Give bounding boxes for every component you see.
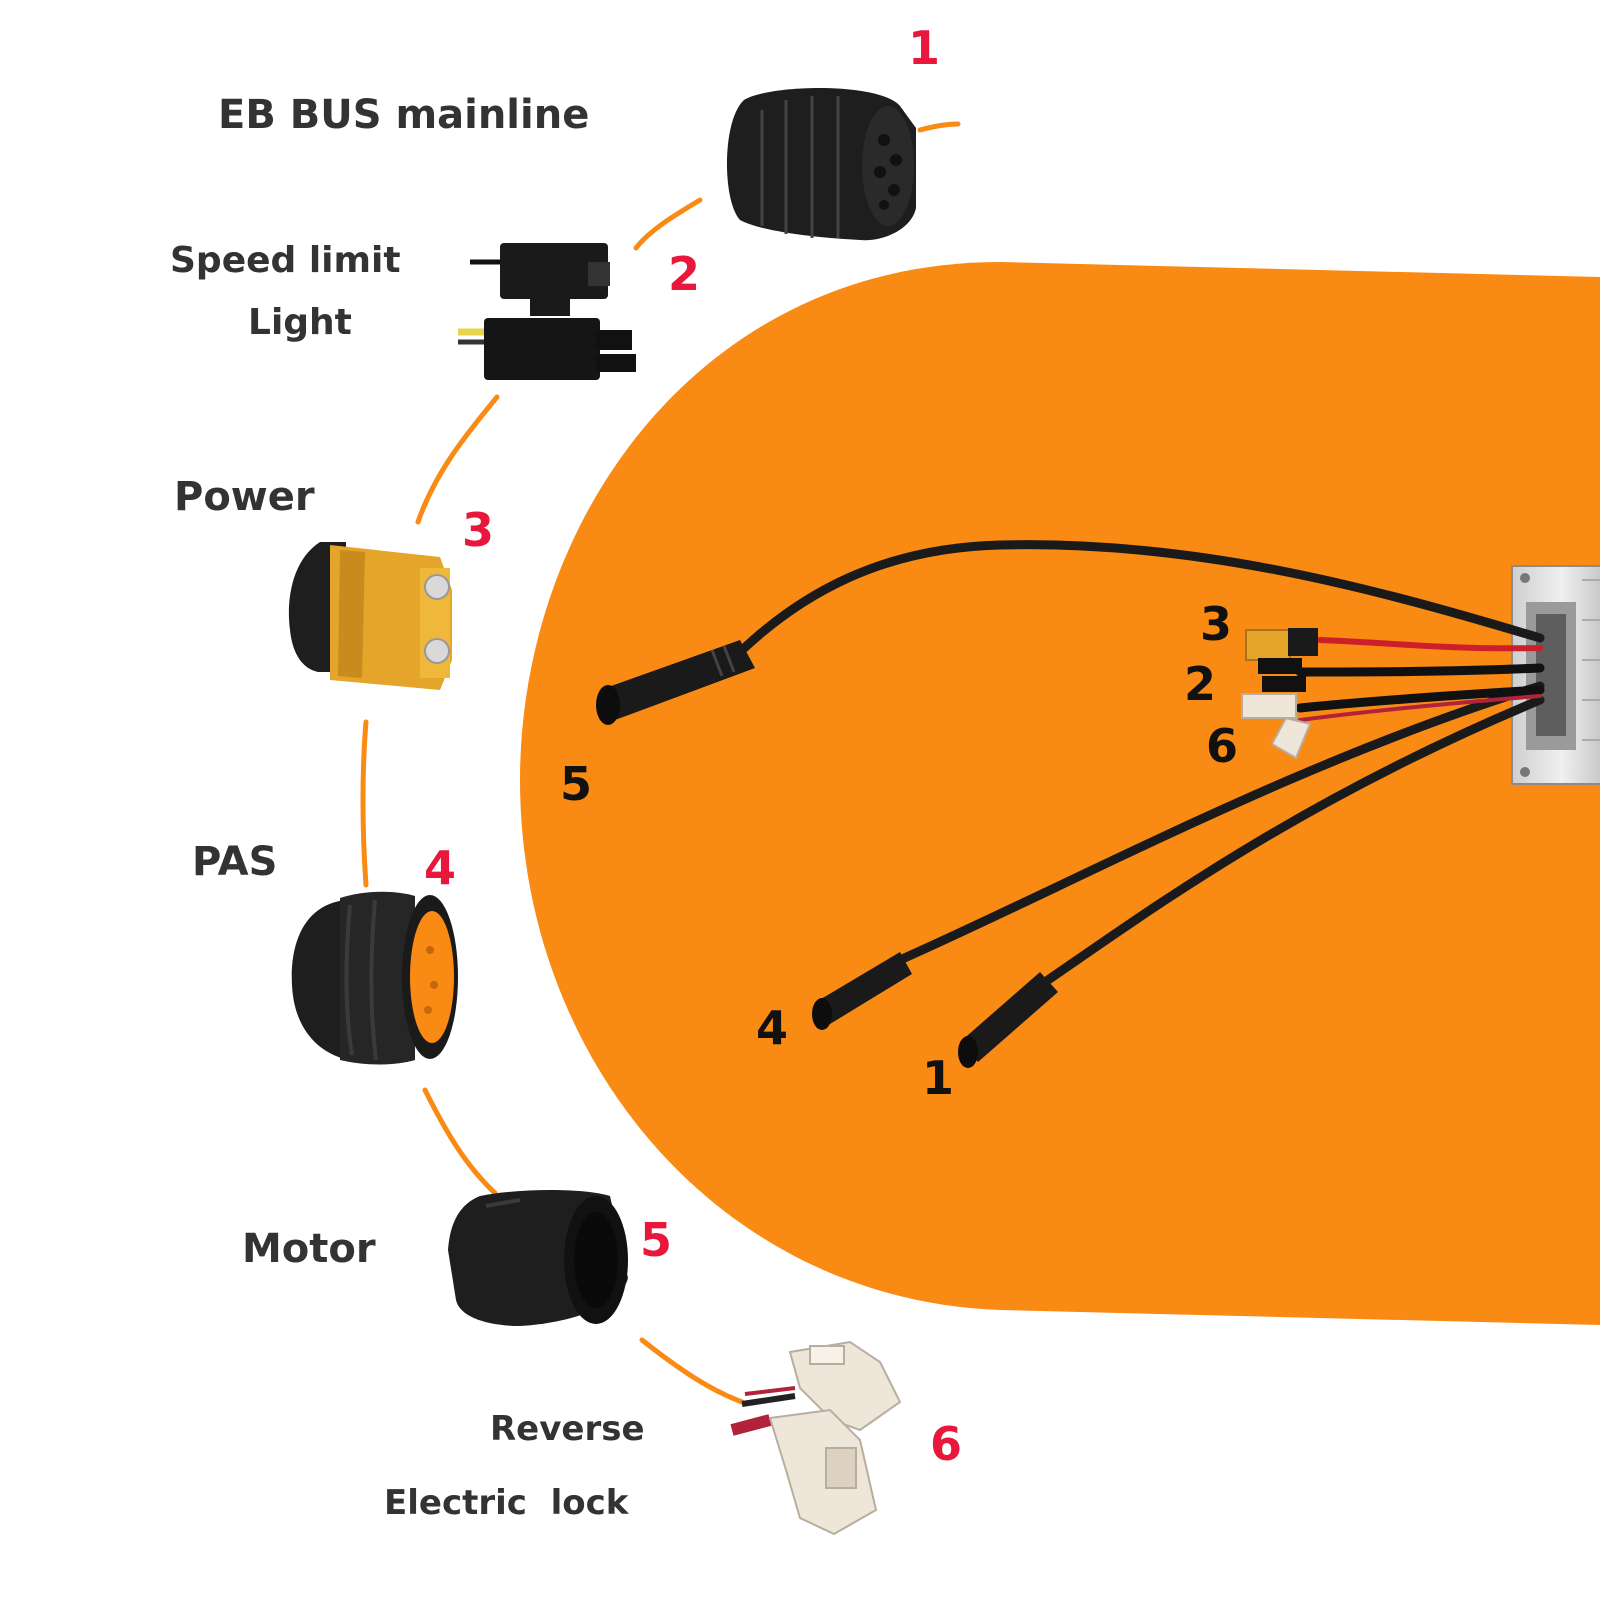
cable-pas — [895, 681, 1545, 965]
number-1: 1 — [908, 21, 940, 75]
label-eb-bus-mainline: EB BUS mainline — [218, 92, 589, 138]
xt60-connector-icon — [288, 542, 452, 690]
label-power: Power — [174, 474, 315, 520]
orange-background — [520, 262, 1600, 1325]
cable-ebbus — [1043, 695, 1545, 985]
plug-connector-icon — [458, 243, 636, 380]
cable-end-power — [1245, 628, 1318, 661]
cable-power — [1317, 637, 1543, 652]
number-2: 2 — [668, 247, 700, 301]
cable-reverse — [1295, 685, 1545, 713]
cable-end-speed — [1258, 658, 1306, 692]
cable-end-motor — [596, 640, 755, 725]
cable-motor — [735, 540, 1545, 657]
label-electric-lock: Electric lock — [384, 1483, 630, 1523]
label-reverse: Reverse — [490, 1409, 645, 1449]
pas-connector-icon — [291, 891, 458, 1065]
cable-end-ebbus — [958, 972, 1058, 1068]
label-motor: Motor — [242, 1226, 376, 1272]
round-connector-icon — [726, 87, 916, 241]
number-5: 5 — [640, 1213, 672, 1267]
callout-5: 5 — [560, 757, 592, 811]
callout-3: 3 — [1200, 597, 1232, 651]
motor-connector-icon — [448, 1190, 628, 1326]
callout-1: 1 — [922, 1051, 954, 1105]
cable-lock — [1298, 694, 1542, 722]
number-3: 3 — [462, 503, 494, 557]
callout-6: 6 — [1206, 719, 1238, 773]
label-speed-limit: Speed limit — [170, 240, 401, 281]
orange-arc — [360, 121, 961, 1405]
white-plug-icon — [730, 1340, 902, 1536]
label-light: Light — [248, 302, 352, 343]
cable-speed — [1295, 663, 1545, 677]
number-4: 4 — [424, 841, 456, 895]
cable-end-reverse-lock — [1241, 693, 1312, 760]
number-6: 6 — [930, 1417, 962, 1471]
label-pas: PAS — [192, 839, 277, 885]
callout-4: 4 — [756, 1001, 788, 1055]
controller-icon — [1511, 565, 1600, 785]
cable-end-pas — [812, 952, 912, 1030]
controller-cables — [735, 540, 1545, 985]
callout-2: 2 — [1184, 657, 1216, 711]
